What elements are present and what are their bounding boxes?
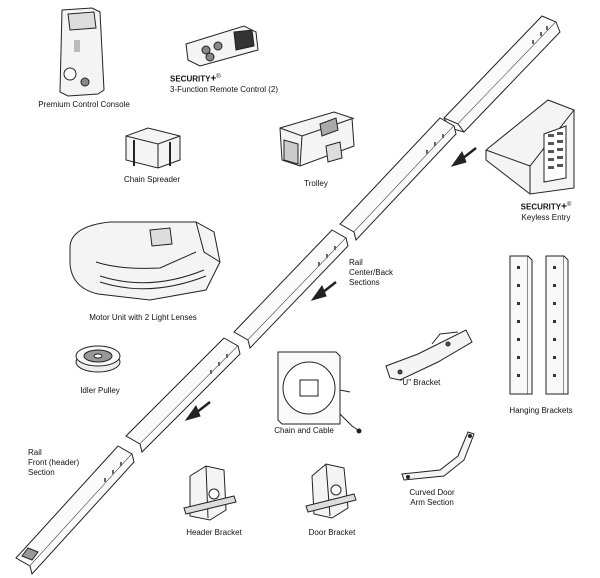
label-rail-front: Rail Front (header) Section <box>28 448 79 478</box>
label-curved-door-arm: Curved Door Arm Section <box>409 488 454 508</box>
label-remote-control: SECURITY+® 3-Function Remote Control (2) <box>170 72 278 95</box>
rail-center-section-drawing <box>339 117 457 242</box>
idler-pulley-drawing <box>75 345 121 373</box>
label-u-bracket: "U" Bracket <box>399 378 441 387</box>
chain-and-cable-drawing <box>277 351 362 434</box>
label-idler-pulley: Idler Pulley <box>80 386 120 395</box>
hanging-brackets-drawing <box>509 255 569 395</box>
label-door-bracket: Door Bracket <box>308 528 356 537</box>
remote-brand-line: SECURITY+® <box>170 72 278 85</box>
rail-back-section-drawing <box>443 15 561 133</box>
curved-arm-line1: Curved Door <box>409 488 455 497</box>
rail-center-section-3-drawing <box>125 337 241 453</box>
trolley-drawing <box>279 111 355 167</box>
control-console-drawing <box>59 7 105 97</box>
remote-desc: 3-Function Remote Control (2) <box>170 84 279 94</box>
label-keyless-entry: SECURITY+® Keyless Entry <box>521 200 572 223</box>
keyless-reg-mark: ® <box>566 202 572 208</box>
rail-center-line3: Sections <box>349 278 380 287</box>
keyless-brand: SECURITY <box>520 202 562 212</box>
rail-center-section-2-drawing <box>233 229 349 349</box>
rail-arrow-1 <box>450 147 477 167</box>
header-bracket-drawing <box>183 465 237 521</box>
label-trolley: Trolley <box>304 179 328 188</box>
remote-control-drawing <box>185 25 259 67</box>
door-bracket-drawing <box>305 463 357 519</box>
chain-spreader-drawing <box>125 127 181 169</box>
keyless-entry-drawing <box>485 99 575 195</box>
remote-brand-mark: + <box>210 73 217 85</box>
remote-brand: SECURITY <box>170 74 211 84</box>
rail-front-line1: Rail <box>28 448 42 457</box>
u-bracket-drawing <box>385 329 473 381</box>
curved-arm-line2: Arm Section <box>410 498 454 507</box>
label-motor-unit: Motor Unit with 2 Light Lenses <box>89 313 197 322</box>
label-header-bracket: Header Bracket <box>186 528 242 537</box>
label-chain-and-cable: Chain and Cable <box>274 426 334 435</box>
rail-front-section-drawing <box>15 445 135 576</box>
remote-reg-mark: ® <box>216 74 221 80</box>
rail-center-line2: Center/Back <box>349 268 394 277</box>
label-hanging-brackets: Hanging Brackets <box>509 406 573 415</box>
label-control-console: Premium Control Console <box>38 100 130 109</box>
motor-unit-drawing <box>69 221 221 301</box>
keyless-brand-line: SECURITY+® <box>521 200 572 213</box>
rail-arrow-2 <box>310 281 337 301</box>
rail-arrow-3 <box>184 401 211 421</box>
rail-center-line1: Rail <box>349 258 363 267</box>
rail-front-line2: Front (header) <box>28 458 80 467</box>
label-rail-center: Rail Center/Back Sections <box>349 258 393 288</box>
label-chain-spreader: Chain Spreader <box>123 175 181 184</box>
keyless-desc: Keyless Entry <box>521 212 571 222</box>
curved-door-arm-drawing <box>401 431 475 481</box>
rail-front-line3: Section <box>28 468 55 477</box>
keyless-brand-mark: + <box>561 201 567 213</box>
